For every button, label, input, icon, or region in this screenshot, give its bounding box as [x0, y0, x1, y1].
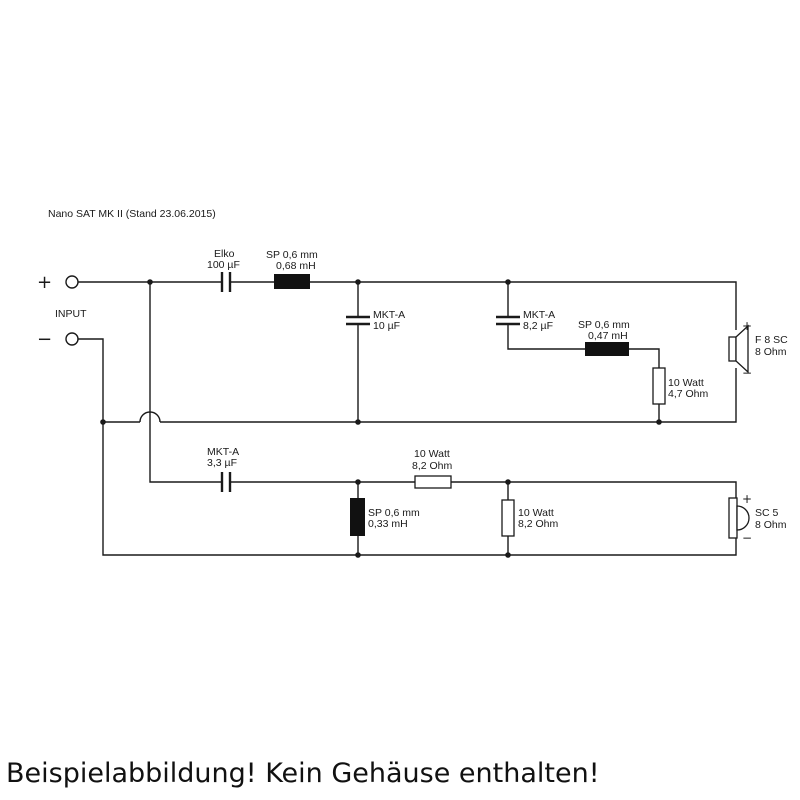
elko-value-label: 100 µF [207, 259, 240, 271]
mkt-33uf-value-label: 3,3 µF [207, 457, 237, 469]
coil-068mh [274, 274, 310, 289]
resistor-82ohm-series [414, 475, 452, 489]
resistor-82ohm-shunt-name-label: 10 Watt [518, 507, 554, 519]
elko-name-label: Elko [214, 248, 235, 260]
input-minus-terminal[interactable] [65, 332, 79, 346]
coil-033mh-name-label: SP 0,6 mm [368, 507, 420, 519]
speaker-sc5-name-label: SC 5 [755, 507, 779, 519]
elko-capacitor [220, 272, 232, 292]
resistor-82ohm-series-value-label: 8,2 Ohm [412, 460, 453, 472]
coil-068mh-name-label: SP 0,6 mm [266, 249, 318, 261]
disclaimer-caption: Beispielabbildung! Kein Gehäuse enthalte… [6, 758, 600, 789]
speaker-f8sc-plus: + [742, 319, 752, 333]
coil-068mh-value-label: 0,68 mH [276, 260, 316, 272]
mkt-33uf-capacitor [220, 472, 232, 492]
speaker-f8sc-impedance-label: 8 Ohm [755, 346, 787, 358]
resistor-47ohm [652, 367, 666, 405]
resistor-82ohm-shunt-value-label: 8,2 Ohm [518, 518, 559, 530]
resistor-47ohm-value-label: 4,7 Ohm [668, 388, 709, 400]
speaker-f8sc-name-label: F 8 SC [755, 334, 788, 346]
input-plus-terminal[interactable] [65, 275, 79, 289]
input-label: INPUT [55, 308, 87, 320]
resistor-82ohm-shunt [501, 499, 515, 537]
resistor-82ohm-series-name-label: 10 Watt [414, 448, 450, 460]
input-plus-sign: + [37, 272, 52, 293]
speaker-f8sc-minus: − [742, 366, 752, 380]
mkt-10uf-value-label: 10 µF [373, 320, 400, 332]
resistor-47ohm-name-label: 10 Watt [668, 377, 704, 389]
coil-047mh [585, 342, 629, 356]
speaker-sc5-plus: + [742, 492, 752, 506]
speaker-f8sc-icon [728, 324, 749, 374]
coil-033mh-value-label: 0,33 mH [368, 518, 408, 530]
mkt-82uf-value-label: 8,2 µF [523, 320, 553, 332]
coil-047mh-value-label: 0,47 mH [588, 330, 628, 342]
mkt-82uf-name-label: MKT-A [523, 309, 555, 321]
wires [78, 281, 737, 556]
mkt-82uf-capacitor [496, 315, 520, 326]
junction-dots [100, 279, 662, 558]
speaker-sc5-minus: − [742, 531, 752, 545]
schematic-title: Nano SAT MK II (Stand 23.06.2015) [48, 208, 216, 220]
speaker-sc5-impedance-label: 8 Ohm [755, 519, 787, 531]
mkt-10uf-capacitor [346, 315, 370, 326]
input-minus-sign: − [37, 329, 52, 350]
mkt-33uf-name-label: MKT-A [207, 446, 239, 458]
coil-033mh [350, 498, 365, 536]
speaker-sc5-icon [728, 497, 750, 539]
mkt-10uf-name-label: MKT-A [373, 309, 405, 321]
coil-047mh-name-label: SP 0,6 mm [578, 319, 630, 331]
